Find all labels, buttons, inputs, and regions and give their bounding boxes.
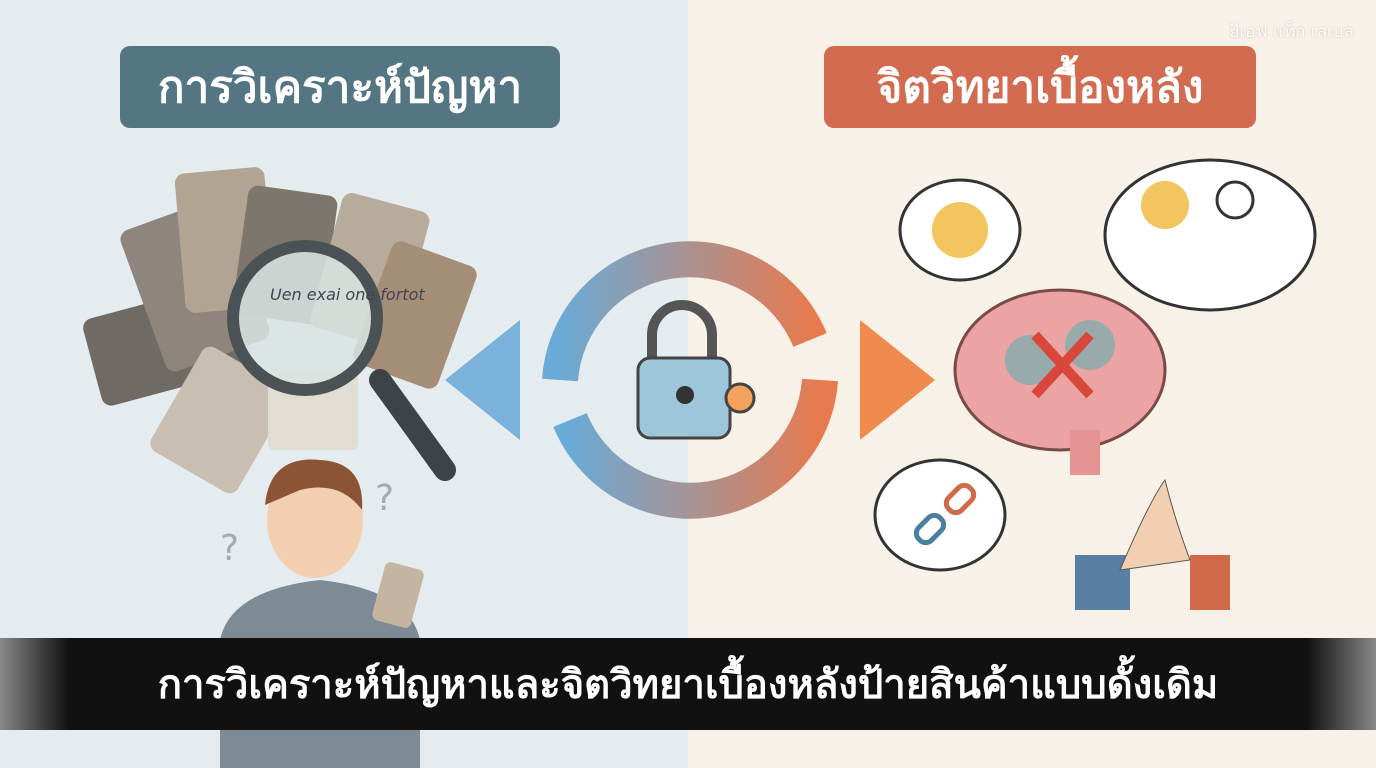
- left-title-badge: การวิเคราะห์ปัญหา: [120, 46, 560, 128]
- right-title-badge: จิตวิทยาเบื้องหลัง: [824, 46, 1256, 128]
- magnifier-text: Uen exai one fortot: [270, 285, 425, 304]
- watermark: ยีเอฟ แท็ก เลเบล: [1229, 22, 1354, 42]
- sad-face-icon: [932, 202, 988, 258]
- broken-chain-icon: [913, 482, 977, 546]
- magnifying-glass-icon: [227, 240, 456, 481]
- sad-face-icon: [1141, 181, 1189, 229]
- svg-text:?: ?: [375, 478, 394, 519]
- caption-bar: การวิเคราะห์ปัญหาและจิตวิทยาเบื้องหลังป้…: [0, 638, 1376, 730]
- spiral-icon: [1215, 180, 1255, 220]
- thought-bubbles: [873, 158, 1317, 572]
- padlock-key-icon: [636, 300, 756, 440]
- hands-icon: [1075, 478, 1230, 610]
- cycle-arrows: [445, 241, 935, 519]
- brain-icon: [953, 288, 1167, 475]
- svg-text:?: ?: [220, 528, 239, 569]
